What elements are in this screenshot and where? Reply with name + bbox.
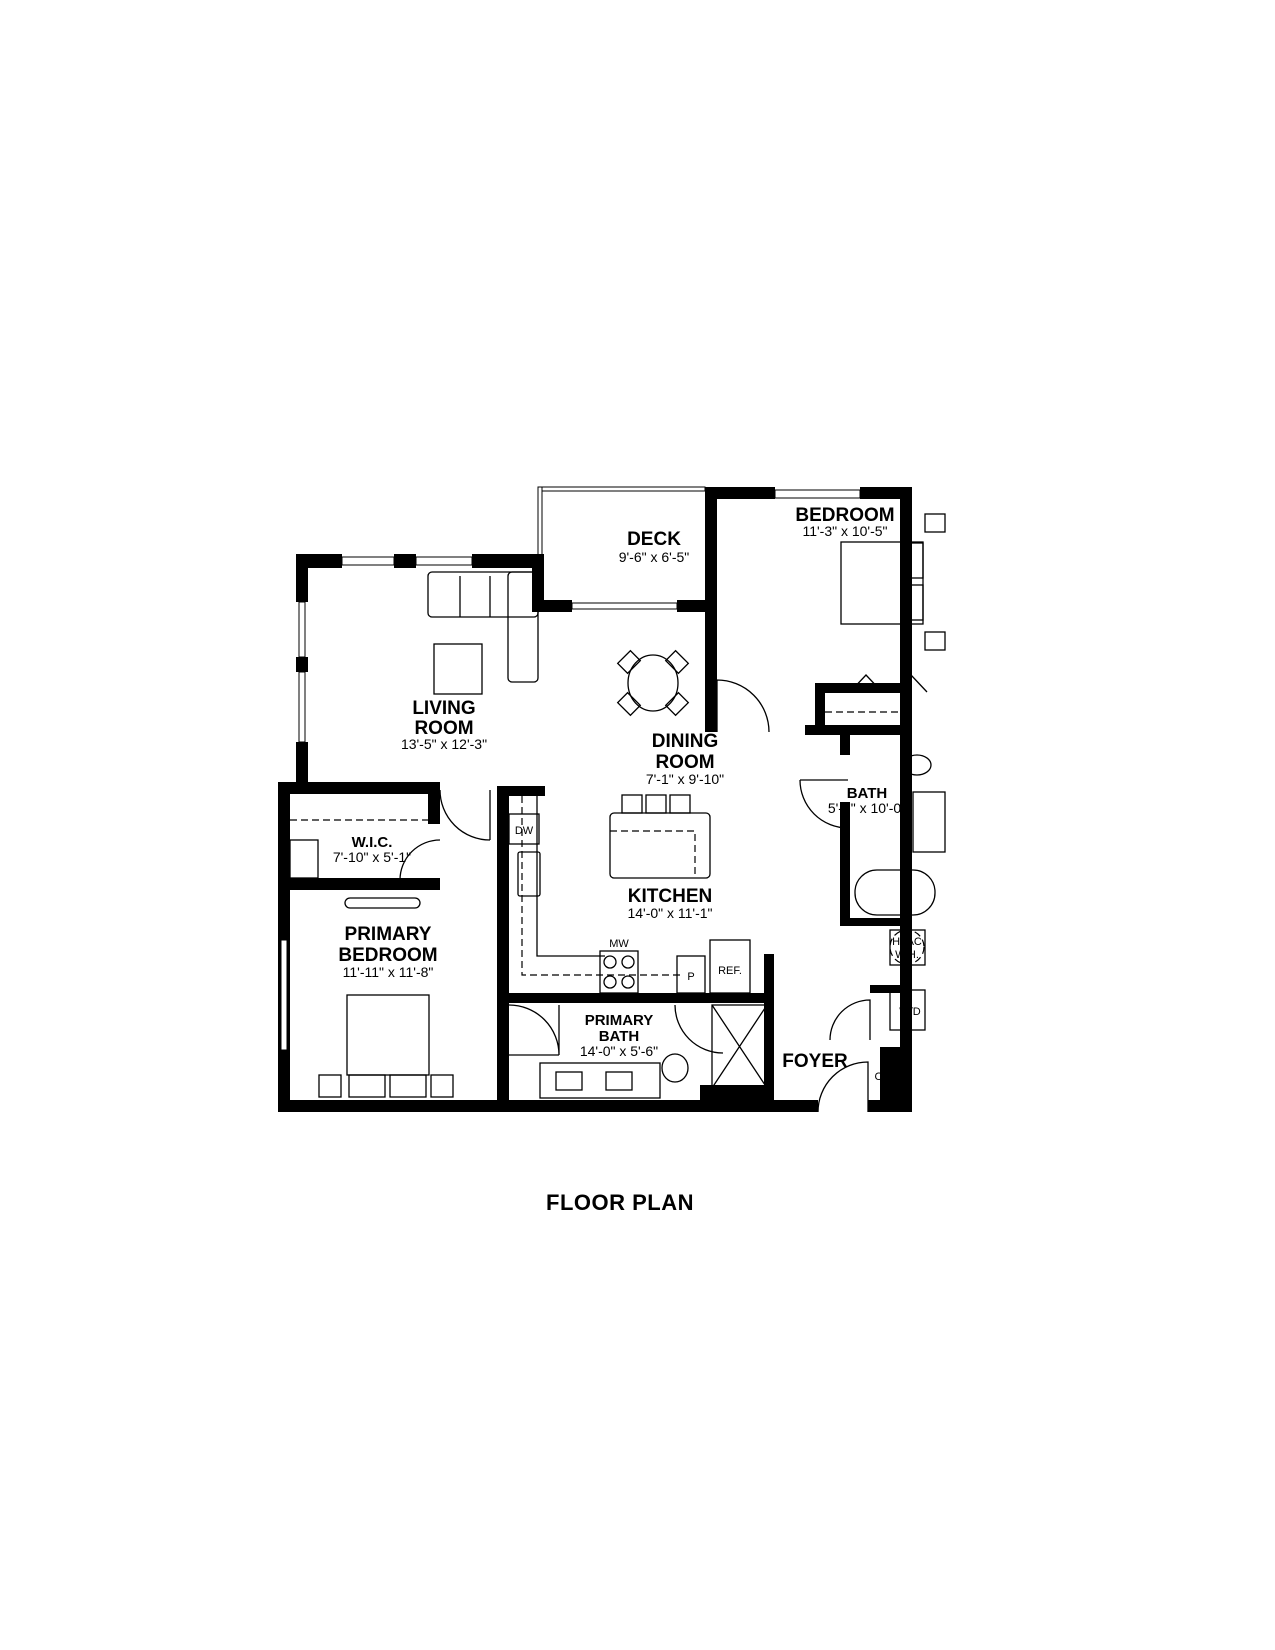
closet-tag: CL. — [874, 1071, 891, 1083]
kitchen-counter — [508, 796, 751, 994]
doors — [399, 679, 871, 1113]
primary-bedroom-label-2: BEDROOM — [338, 945, 437, 966]
dishwasher-tag: DW — [515, 825, 534, 837]
living-label-2: ROOM — [414, 718, 473, 739]
wic-label: W.I.C. — [352, 834, 393, 851]
kitchen-label: KITCHEN — [628, 886, 712, 907]
wic-shelves — [289, 819, 428, 879]
walls — [278, 487, 912, 1112]
living-dims: 13'-5" x 12'-3" — [401, 736, 487, 752]
washer-dryer-tag: W/D — [899, 1006, 920, 1018]
primary-bath-dims: 14'-0" x 5'-6" — [580, 1043, 658, 1059]
refrigerator-tag: REF. — [718, 965, 742, 977]
bath-label: BATH — [847, 785, 888, 802]
water-heater-tag: W.H. — [895, 949, 919, 961]
kitchen-dims: 14'-0" x 11'-1" — [627, 905, 712, 921]
bath-fixtures — [854, 754, 946, 1031]
dining-dims: 7'-1" x 9'-10" — [646, 771, 724, 787]
bed-primary — [318, 897, 454, 1098]
hvac-tag: HVAC — [892, 936, 922, 948]
deck-label: DECK — [627, 529, 681, 550]
bedroom-label: BEDROOM — [795, 505, 894, 526]
coffee-table — [433, 643, 483, 695]
foyer-label: FOYER — [782, 1051, 848, 1072]
windows — [280, 489, 861, 1051]
bed-bedroom — [825, 513, 946, 713]
primary-bedroom-dims: 11'-11" x 11'-8" — [343, 964, 434, 980]
microwave-tag: MW — [609, 938, 629, 950]
dining-label-2: ROOM — [655, 752, 714, 773]
primary-bath-fixtures — [539, 1004, 768, 1099]
pantry-tag: P — [687, 971, 694, 983]
bedroom-dims: 11'-3" x 10'-5" — [802, 523, 887, 539]
sofa — [427, 571, 539, 683]
bath-dims: 5'-7" x 10'-0" — [828, 800, 906, 816]
primary-bath-label-1: PRIMARY — [585, 1012, 654, 1029]
floor-plan-title: FLOOR PLAN — [546, 1190, 694, 1215]
deck-dims: 9'-6" x 6'-5" — [619, 549, 690, 565]
dining-label-1: DINING — [652, 731, 719, 752]
wic-dims: 7'-10" x 5'-1" — [333, 849, 411, 865]
kitchen-island — [609, 794, 711, 879]
primary-bath-label-2: BATH — [599, 1028, 640, 1045]
living-label-1: LIVING — [412, 698, 475, 719]
dining-table — [616, 649, 690, 717]
primary-bedroom-label-1: PRIMARY — [345, 924, 432, 945]
